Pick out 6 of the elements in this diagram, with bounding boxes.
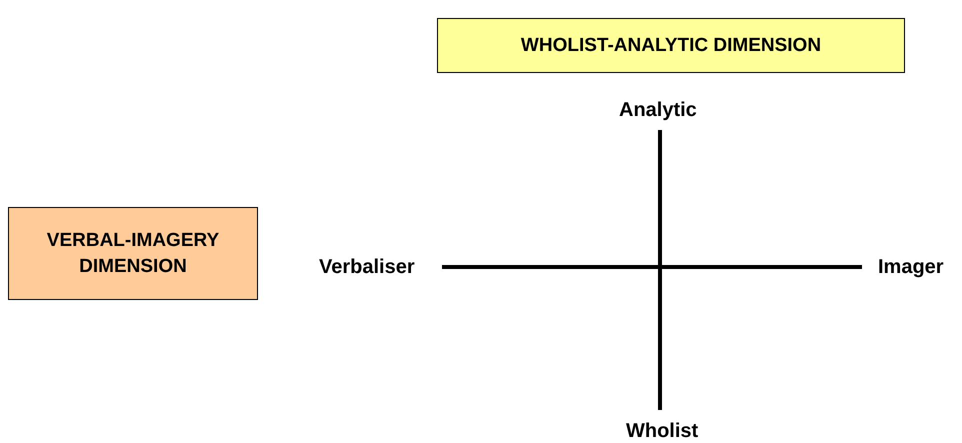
axis-end-label: Verbaliser xyxy=(319,256,415,278)
axis-end-label: Imager xyxy=(878,256,944,278)
axis-end-label: Wholist xyxy=(626,420,698,442)
axis-end-label: Analytic xyxy=(619,98,697,122)
dimension-title-box: VERBAL-IMAGERY DIMENSION xyxy=(8,207,258,300)
dimension-title-box: WHOLIST-ANALYTIC DIMENSION xyxy=(437,18,905,73)
